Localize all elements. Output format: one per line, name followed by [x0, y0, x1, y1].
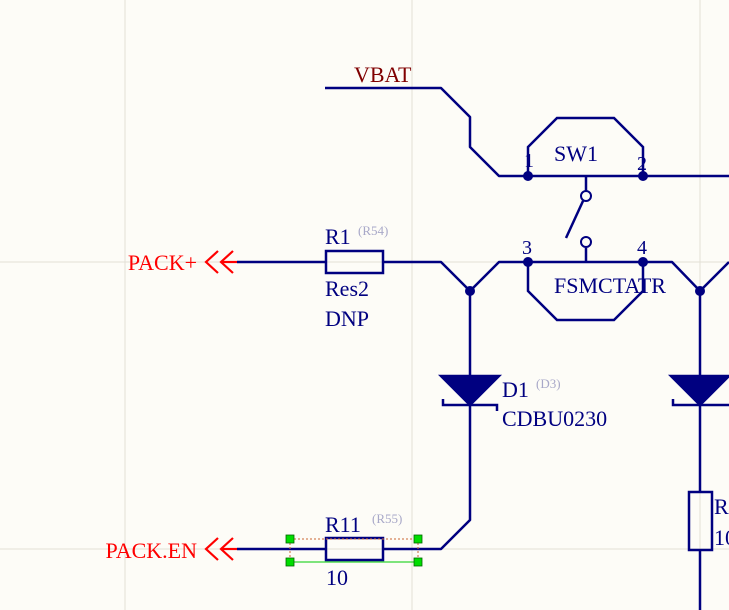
sw1-pin-2: 2 [637, 153, 647, 175]
sw1-pin-3: 3 [522, 237, 532, 259]
r1-comment: Res2 [325, 276, 369, 301]
right-resistor-symbol[interactable] [687, 490, 714, 552]
port-pack-plus[interactable] [204, 250, 237, 274]
port-pack-en[interactable] [204, 537, 237, 561]
d1-value: CDBU0230 [502, 406, 607, 431]
d1-designator: D1 [502, 377, 529, 402]
r1-value: DNP [325, 306, 369, 331]
sw1-pin-4: 4 [637, 237, 647, 259]
sw1-contact-bottom [580, 236, 592, 248]
r11-hint: (R55) [372, 511, 402, 526]
r11-value: 10 [326, 565, 348, 590]
r1-symbol[interactable] [298, 249, 412, 275]
junction-d1 [465, 286, 475, 296]
wire-d1-cathode [412, 434, 472, 551]
d1-symbol[interactable] [437, 348, 503, 434]
right-resistor-designator: R [714, 494, 729, 519]
right-resistor-value: 10 [714, 525, 729, 550]
wire-vbat [325, 86, 528, 178]
d1-triangle [437, 374, 503, 407]
sw1-pin-1: 1 [524, 150, 534, 172]
right-diode-symbol[interactable] [667, 348, 729, 434]
wires[interactable] [237, 86, 729, 610]
right-diode-triangle [667, 374, 729, 407]
sw1-value: FSMCTATR [554, 273, 666, 298]
sw1-designator: SW1 [554, 141, 598, 166]
sw1-outline-top [526, 116, 645, 176]
port-label-pack-plus: PACK+ [128, 250, 197, 275]
r11-designator: R11 [325, 512, 361, 537]
sw1-symbol[interactable] [526, 116, 645, 322]
net-label-vbat: VBAT [354, 62, 412, 87]
junction-right [695, 286, 705, 296]
d1-hint: (D3) [536, 376, 561, 391]
labels: VBAT PACK+ PACK.EN SW1 FSMCTATR 1 2 3 4 … [106, 62, 729, 590]
wire-sw1-pin4 [643, 260, 729, 293]
r11-symbol[interactable] [285, 534, 423, 567]
r1-designator: R1 [325, 224, 351, 249]
right-resistor-body [687, 490, 714, 552]
sw1-contact-top [580, 190, 592, 202]
r11-selection [285, 534, 423, 567]
sw1-lever [564, 200, 585, 239]
sw1-outline-bottom [526, 262, 645, 322]
r1-hint: (R54) [358, 223, 388, 238]
port-label-pack-en: PACK.EN [106, 538, 198, 563]
